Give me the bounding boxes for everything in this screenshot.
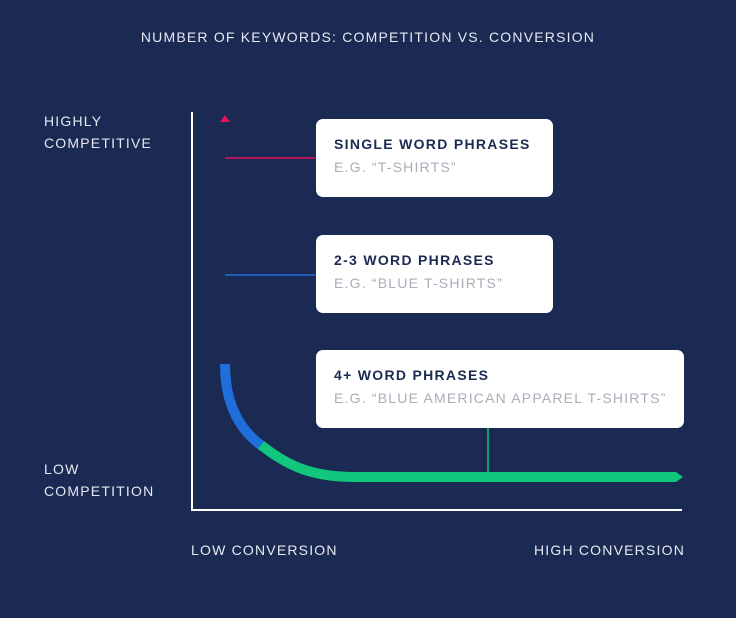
curve-end-tip [676, 472, 683, 482]
y-axis-bottom-label: LOW COMPETITION [44, 458, 159, 502]
card-title: SINGLE WORD PHRASES [334, 136, 531, 152]
card-example: E.G. “BLUE T-SHIRTS” [334, 275, 503, 291]
card-4plus-word-phrases: 4+ WORD PHRASES E.G. “BLUE AMERICAN APPA… [316, 350, 684, 428]
x-axis-left-label: LOW CONVERSION [191, 542, 338, 558]
x-axis-right-label: HIGH CONVERSION [533, 542, 685, 558]
card-title: 4+ WORD PHRASES [334, 367, 490, 383]
y-axis-top-text: HIGHLY COMPETITIVE [44, 113, 153, 151]
curve-top-tip [220, 115, 230, 122]
card-2-3-word-phrases: 2-3 WORD PHRASES E.G. “BLUE T-SHIRTS” [316, 235, 553, 313]
card-single-word-phrases: SINGLE WORD PHRASES E.G. “T-SHIRTS” [316, 119, 553, 197]
y-axis-bottom-text: LOW COMPETITION [44, 461, 155, 499]
curve-horizontal-segment [257, 441, 676, 482]
card-title: 2-3 WORD PHRASES [334, 252, 495, 268]
curve-bend-blue [220, 363, 266, 451]
diagram-title: NUMBER OF KEYWORDS: COMPETITION VS. CONV… [140, 29, 596, 45]
card-example: E.G. “T-SHIRTS” [334, 159, 457, 175]
card-example: E.G. “BLUE AMERICAN APPAREL T-SHIRTS” [334, 390, 667, 406]
y-axis-top-label: HIGHLY COMPETITIVE [44, 110, 154, 154]
